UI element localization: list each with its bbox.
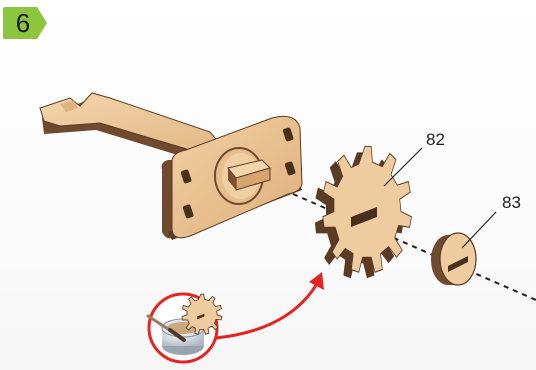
callout-label-83: 83	[502, 194, 521, 211]
callout-label-82: 82	[426, 131, 445, 148]
lever-arm-piece	[40, 93, 302, 240]
motion-arrow-icon	[216, 272, 324, 338]
callout-line-83	[462, 212, 496, 248]
glue-pot-icon	[149, 294, 222, 362]
gear-part-82	[315, 146, 412, 278]
